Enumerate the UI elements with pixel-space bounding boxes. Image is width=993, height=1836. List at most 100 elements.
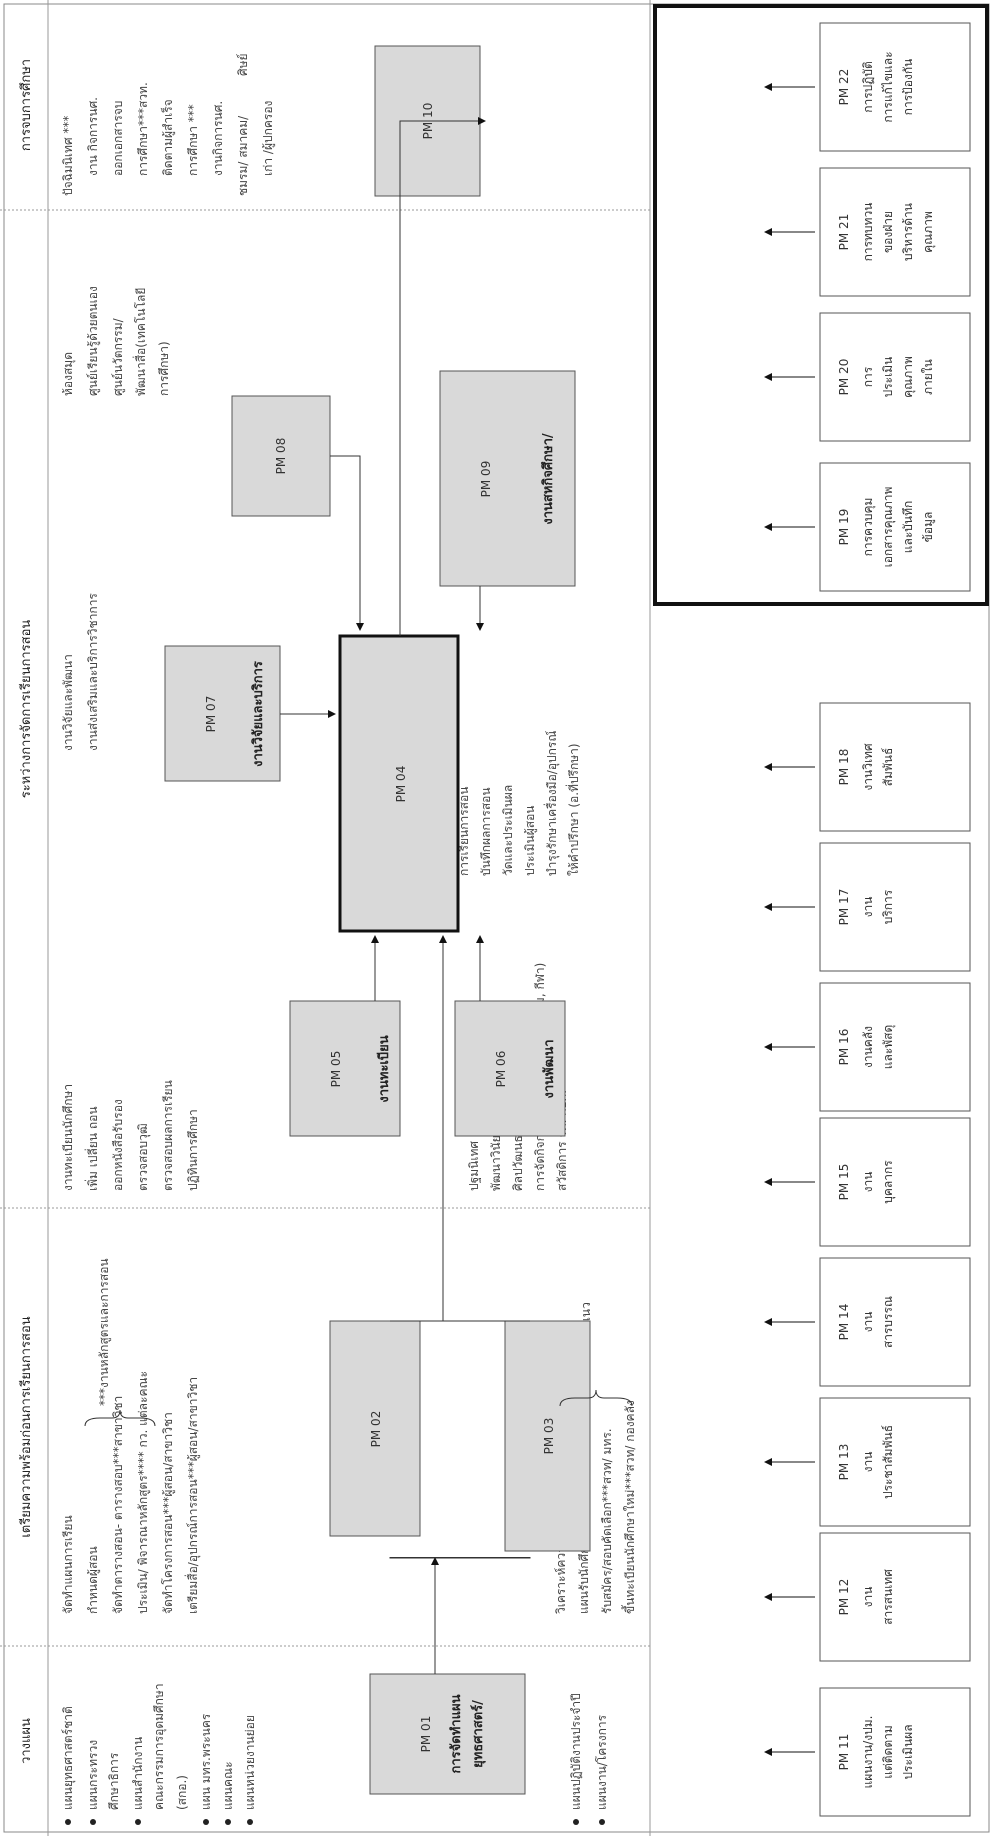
plan-list: แผนยุทธศาสตร์ชาติ แผนกระทรวง ศึกษาธิการ …	[61, 1683, 609, 1825]
pm-01-box: PM 01 การจัดทำแผน ยุทธศาสตร์/	[369, 1673, 526, 1795]
plan-item: แผนหน่วยงานย่อย	[243, 1715, 257, 1810]
support-code: PM 18	[837, 749, 851, 786]
plan-item: แผนปฏิบัติงานประจำปี	[569, 1693, 583, 1810]
bullet	[203, 1819, 209, 1825]
prep-item: เตรียมสื่อ/อุปกรณ์การสอน***ผู้สอน/สาขาวิ…	[184, 1377, 201, 1614]
after-item: ศิษย์	[236, 53, 250, 76]
support-label: บริการ	[881, 889, 895, 924]
header-prep: เตรียมความพร้อมก่อนการเรียนการสอน	[18, 1316, 34, 1537]
after-item: งาน กิจการนศ.	[86, 97, 100, 176]
during-item: ประเมินผู้สอน	[523, 806, 538, 877]
support-label: การควบคุม	[861, 498, 876, 557]
support-label: คุณภาพ	[921, 211, 936, 253]
bullet	[573, 1819, 579, 1825]
support-label: งาน	[861, 1312, 875, 1333]
during-item: การศึกษา)	[157, 341, 171, 396]
pm-06-title: งานพัฒนา	[542, 1039, 557, 1098]
during-item: เพิ่ม เปลี่ยน ถอน	[84, 1106, 100, 1191]
support-code: PM 13	[837, 1444, 851, 1481]
support-label: การ	[861, 366, 875, 387]
brace	[559, 1389, 633, 1407]
support-label: บุคลากร	[881, 1160, 896, 1204]
during-item: พัฒนาสื่อ(เทคโนโลยี	[132, 288, 148, 396]
support-label: การป้องกัน	[901, 59, 915, 116]
support-code: PM 14	[837, 1304, 851, 1341]
header-plan: วางแผน	[19, 1718, 34, 1764]
prep-note: ***งานหลักสูตรและการสอน	[97, 1258, 112, 1406]
pm-04-box: PM 04	[338, 634, 460, 933]
during-item: ตรวจสอบวุฒิ	[136, 1123, 151, 1191]
plan-item: แผนคณะ	[221, 1761, 235, 1810]
support-code: PM 12	[837, 1579, 851, 1616]
pm-05-title: งานทะเบียน	[376, 1035, 392, 1102]
bullet	[135, 1819, 141, 1825]
support-label: สารบรรณ	[881, 1296, 895, 1348]
bullet	[90, 1819, 96, 1825]
support-label: ประเมิน	[881, 357, 895, 398]
after-item: ออกเอกสารจบ	[111, 101, 125, 176]
prep-item: แผนรับนักศึกษา	[577, 1532, 591, 1614]
bullet	[65, 1819, 71, 1825]
support-box-pm18: PM 18 งานวิเทศ สัมพันธ์	[764, 702, 971, 832]
during-item: ให้คำปรึกษา (อ.ที่ปรึกษา)	[565, 743, 581, 876]
pm-09-box: PM 09 งานสหกิจศึกษา/	[439, 370, 576, 587]
prep-item: ขึ้นทะเบียนนักศึกษาใหม่***สวท/ กองคลัง	[621, 1400, 637, 1614]
support-label: ข้อมูล	[921, 512, 936, 543]
bullet	[247, 1819, 253, 1825]
support-label: และบันทึก	[901, 501, 915, 554]
pm-07-box: PM 07 งานวิจัยและบริการ	[164, 645, 281, 782]
prep-item: จัดทำโครงการสอน***ผู้สอน/สาขาวิชา	[161, 1412, 176, 1614]
support-label: งาน	[861, 1452, 875, 1473]
support-label: การแก้ไขและ	[881, 51, 895, 122]
during-item: ปฏิทินการศึกษา	[186, 1109, 200, 1191]
support-label: งาน	[861, 897, 875, 918]
prep-item: ประเมิน/ พิจารณาหลักสูตร**** กว. แต่ละคณ…	[136, 1371, 151, 1614]
during-item: งานส่งเสริมและบริการวิชาการ	[86, 593, 100, 751]
support-code: PM 21	[837, 214, 851, 251]
prep-list: จัดทำแผนการเรียน กำหนดผู้สอน จัดทำตารางส…	[61, 1258, 637, 1614]
prep-item: จัดทำตารางสอน- ตารางสอบ***สาขาวิชา	[111, 1396, 125, 1614]
pm-07-code: PM 07	[204, 696, 218, 733]
connectors	[280, 117, 531, 1674]
plan-item: (สกอ.)	[175, 1775, 189, 1810]
during-item: การเรียนการสอน	[457, 787, 471, 876]
during-item: ปฐมนิเทศ	[467, 1141, 481, 1191]
during-item: ตรวจสอบผลการเรียน	[161, 1080, 175, 1191]
after-item: เก่า /ผู้ปกครอง	[261, 101, 276, 176]
after-item: การศึกษา***สวท.	[136, 82, 150, 176]
support-label: งานวิเทศ	[861, 743, 875, 791]
header-during: ระหว่างการจัดการเรียนการสอน	[18, 620, 34, 799]
pm-05-box: PM 05 งานทะเบียน	[289, 1000, 401, 1137]
pm-03-box: PM 03	[504, 1320, 591, 1552]
support-label: แผนงาน/งปม.	[861, 1715, 875, 1788]
during-item: งานวิจัยและพัฒนา	[61, 654, 75, 751]
support-label: เอกสารคุณภาพ	[881, 487, 896, 568]
quality-group-frame	[653, 4, 989, 606]
after-item: งานกิจการนศ.	[211, 101, 225, 176]
during-item: ศูนย์นวัตกรรม/	[111, 317, 126, 396]
support-label: ภายใน	[921, 359, 935, 395]
support-label: ของฝ่าย	[881, 211, 895, 253]
support-label: งาน	[861, 1587, 875, 1608]
support-label: สัมพันธ์	[881, 748, 895, 787]
plan-item: คณะกรรมการอุดมศึกษา	[152, 1683, 167, 1810]
during-item: ศูนย์เรียนรู้ด้วยตนเอง	[86, 286, 101, 396]
during-item: ออกหนังสือรับรอง	[111, 1099, 125, 1191]
support-label: คุณภาพ	[901, 356, 916, 398]
support-label: การทบทวน	[861, 203, 875, 262]
pm-04-code: PM 04	[394, 766, 408, 803]
support-code: PM 11	[837, 1734, 851, 1771]
plan-item: แผนสำนักงาน	[131, 1737, 145, 1810]
brace	[84, 1409, 156, 1427]
header-after: การจบการศึกษา	[19, 59, 34, 151]
